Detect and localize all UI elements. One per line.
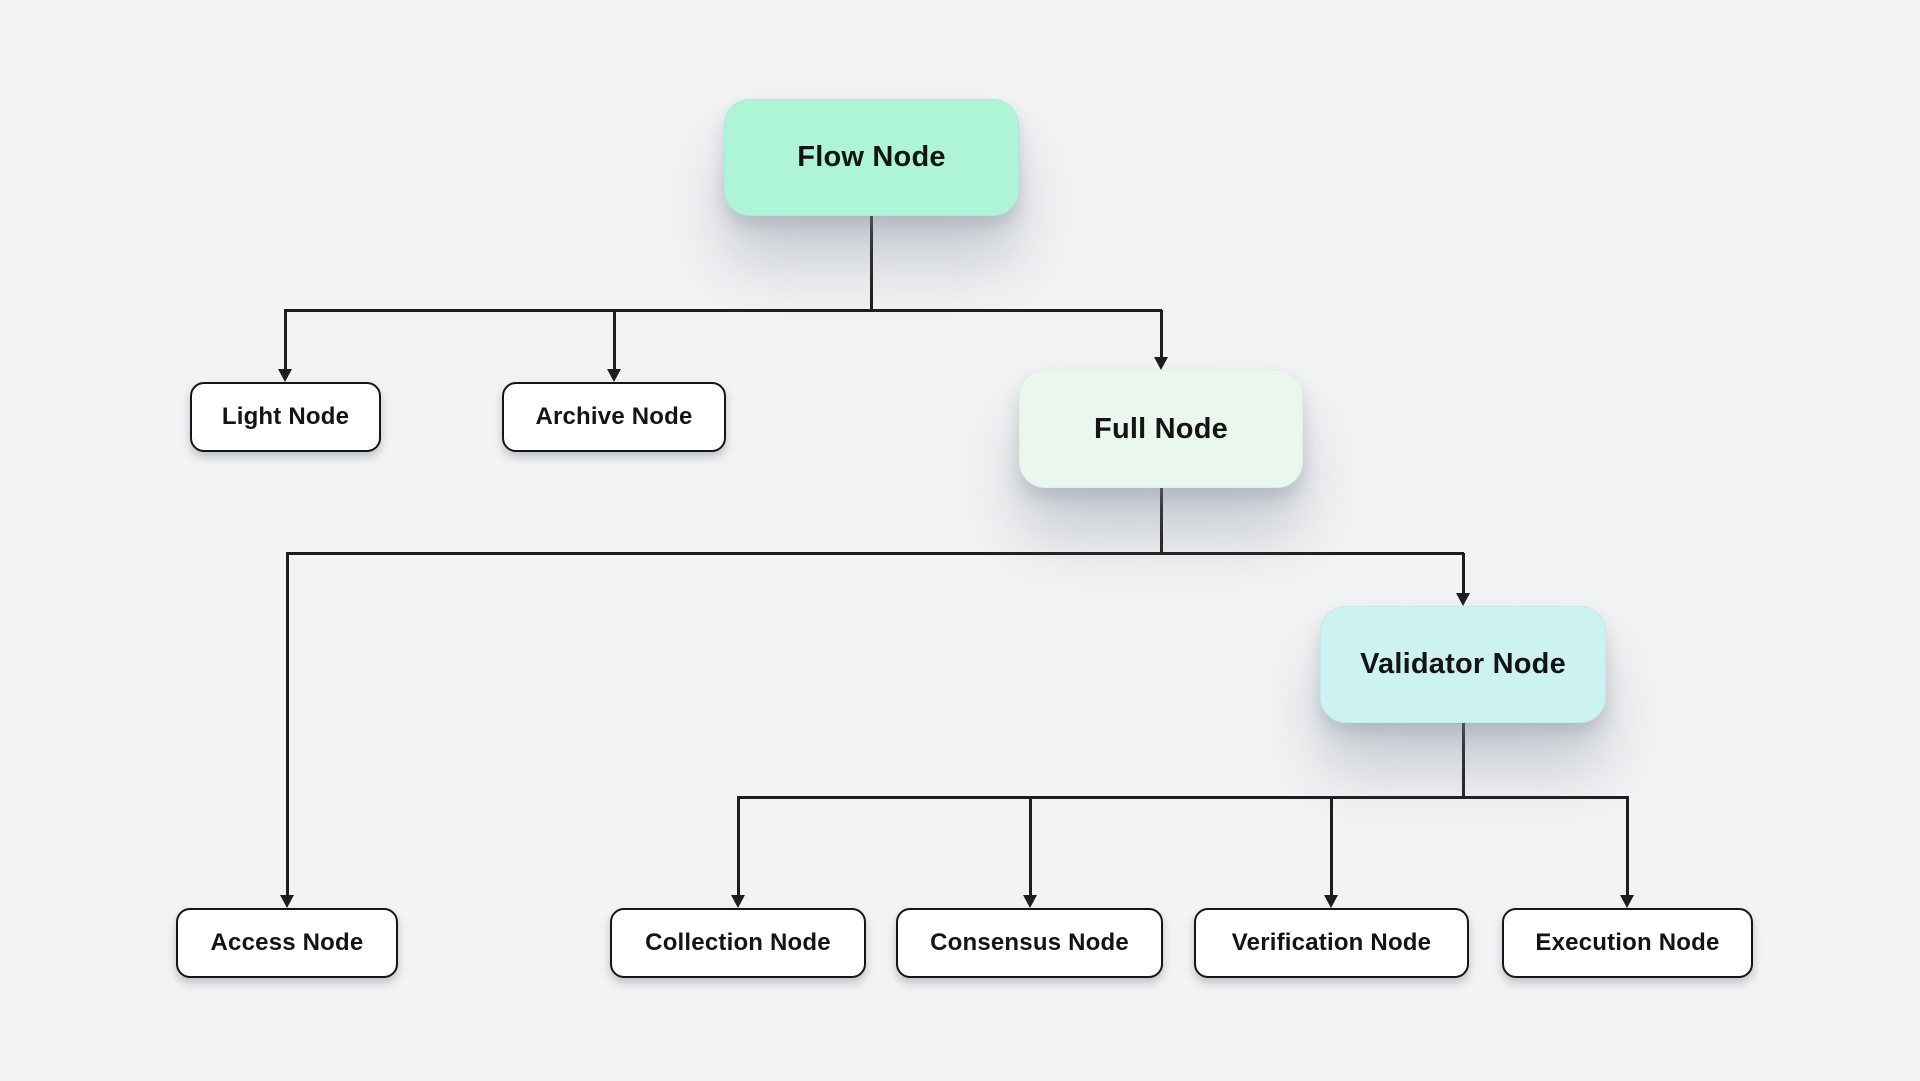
- node-flow: Flow Node: [724, 99, 1019, 216]
- node-validator-label: Validator Node: [1360, 648, 1566, 680]
- connector-to-collection: [737, 797, 740, 896]
- connector-to-full: [1160, 310, 1163, 358]
- node-access: Access Node: [176, 908, 398, 978]
- connector-flow-stem: [870, 215, 873, 311]
- connector-to-archive: [613, 310, 616, 370]
- node-full: Full Node: [1019, 370, 1303, 488]
- connector-to-access: [286, 553, 289, 896]
- node-execution-label: Execution Node: [1535, 929, 1720, 956]
- node-archive: Archive Node: [502, 382, 726, 452]
- node-execution: Execution Node: [1502, 908, 1753, 978]
- arrowhead-to-archive: [607, 369, 621, 382]
- node-consensus-label: Consensus Node: [930, 929, 1129, 956]
- node-verification: Verification Node: [1194, 908, 1469, 978]
- arrowhead-to-consensus: [1023, 895, 1037, 908]
- arrowhead-to-access: [280, 895, 294, 908]
- connector-full-stem: [1160, 488, 1163, 554]
- connector-to-validator: [1462, 553, 1465, 594]
- arrowhead-to-verification: [1324, 895, 1338, 908]
- node-access-label: Access Node: [210, 929, 364, 956]
- node-flow-label: Flow Node: [797, 141, 946, 173]
- connector-to-light: [284, 310, 287, 370]
- node-archive-label: Archive Node: [535, 403, 693, 430]
- connector-to-execution: [1626, 797, 1629, 896]
- connector-full-children-rail: [286, 552, 1464, 555]
- node-consensus: Consensus Node: [896, 908, 1163, 978]
- node-collection-label: Collection Node: [645, 929, 831, 956]
- node-light: Light Node: [190, 382, 381, 452]
- node-full-label: Full Node: [1094, 412, 1228, 445]
- arrowhead-to-execution: [1620, 895, 1634, 908]
- connector-validator-children-rail: [737, 796, 1629, 799]
- arrowhead-to-full: [1154, 357, 1168, 370]
- node-collection: Collection Node: [610, 908, 866, 978]
- node-light-label: Light Node: [221, 403, 350, 430]
- connector-validator-stem: [1462, 723, 1465, 798]
- connector-to-consensus: [1029, 797, 1032, 896]
- arrowhead-to-light: [278, 369, 292, 382]
- node-validator: Validator Node: [1320, 606, 1606, 723]
- connector-to-verification: [1330, 797, 1333, 896]
- node-verification-label: Verification Node: [1231, 929, 1432, 956]
- arrowhead-to-validator: [1456, 593, 1470, 606]
- arrowhead-to-collection: [731, 895, 745, 908]
- connector-flow-children-rail: [284, 309, 1162, 312]
